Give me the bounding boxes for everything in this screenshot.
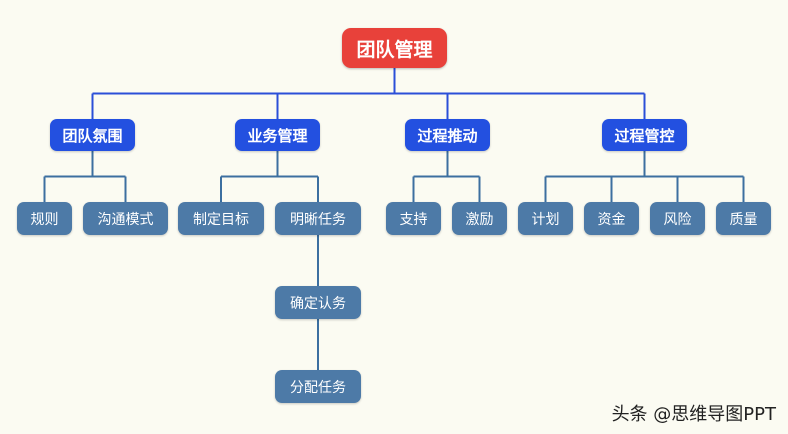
- leaf-node-risk: 风险: [650, 202, 705, 235]
- leaf-node-funds: 资金: [584, 202, 639, 235]
- leaf-node-clarify-tasks: 明晰任务: [275, 202, 361, 235]
- branch-node-process-control: 过程管控: [602, 119, 687, 151]
- sub-node-confirm-tasks: 确定认务: [275, 286, 361, 319]
- watermark-text: 头条 @思维导图PPT: [611, 404, 776, 425]
- leaf-node-communication-mode: 沟通模式: [83, 202, 168, 235]
- leaf-node-motivation: 激励: [452, 202, 507, 235]
- leaf-node-plan: 计划: [518, 202, 573, 235]
- branch-node-business-management: 业务管理: [235, 119, 320, 151]
- branch-node-team-atmosphere: 团队氛围: [50, 119, 135, 151]
- leaf-node-set-goals: 制定目标: [178, 202, 264, 235]
- sub-node-assign-tasks: 分配任务: [275, 370, 361, 403]
- leaf-node-support: 支持: [386, 202, 441, 235]
- leaf-node-rules: 规则: [17, 202, 72, 235]
- leaf-node-quality: 质量: [716, 202, 771, 235]
- root-node: 团队管理: [342, 28, 447, 68]
- branch-node-process-drive: 过程推动: [405, 119, 490, 151]
